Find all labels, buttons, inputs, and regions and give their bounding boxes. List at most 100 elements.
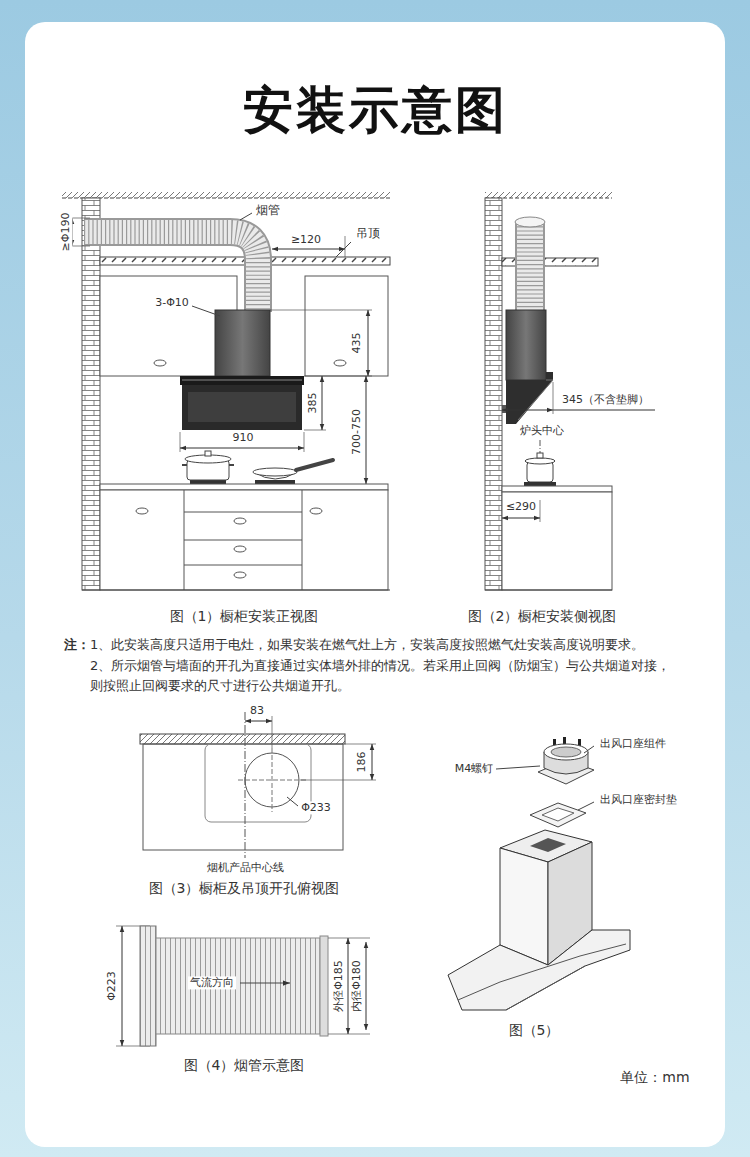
- exploded-view-part: [530, 803, 586, 827]
- side-view-part: [502, 492, 612, 590]
- duct-view-part: [140, 926, 156, 1046]
- side-view-part: [540, 500, 541, 522]
- figure-caption: 图（2）橱柜安装侧视图: [466, 608, 619, 625]
- top-view-part: [300, 780, 376, 781]
- flow-label: 气流方向: [188, 976, 236, 989]
- duct-view-part: [366, 942, 367, 1030]
- dimension: 910: [231, 431, 256, 444]
- exploded-view-part: [542, 808, 574, 821]
- front-view-part: [270, 310, 372, 311]
- front-view-part: [182, 380, 302, 381]
- front-view-part: [310, 508, 322, 514]
- dimension: 385: [306, 391, 319, 416]
- front-view-part: [192, 306, 220, 316]
- exploded-view-part: [506, 966, 585, 1010]
- page-title: 安装示意图: [241, 80, 510, 140]
- duct-view-part: [156, 938, 320, 1034]
- side-view-part: [502, 405, 506, 413]
- side-view-part: [485, 198, 502, 590]
- exploded-view-part: [448, 930, 630, 1010]
- front-view-part: [182, 464, 187, 466]
- part-name: 出风口座密封垫: [598, 793, 679, 806]
- front-view-part: [180, 432, 181, 452]
- front-view-part: [304, 430, 326, 431]
- front-view-part: [334, 360, 346, 366]
- part-name: 炉头中心: [518, 424, 566, 437]
- part-name: M4螺钉: [453, 762, 496, 775]
- dimension: Φ233: [299, 801, 333, 814]
- front-view-part: [345, 236, 346, 257]
- front-view-part: [62, 198, 390, 199]
- dimension: ≥Φ190: [59, 211, 72, 254]
- front-view-part: [180, 448, 304, 449]
- exploded-view: [448, 737, 630, 1010]
- front-view-part: [368, 310, 369, 376]
- side-view-part: [515, 217, 545, 227]
- front-view-part: [296, 460, 333, 470]
- exploded-view-part: [458, 944, 626, 1000]
- top-view-part: [345, 744, 376, 745]
- top-view-part: [205, 744, 311, 822]
- front-view-part: [240, 213, 252, 220]
- dimension: ≤290: [504, 500, 538, 513]
- front-view-part: [304, 376, 372, 377]
- side-view-part: [537, 453, 543, 458]
- front-view-part: [336, 242, 351, 257]
- side-view-part: [502, 410, 553, 411]
- side-view-part: [517, 222, 543, 312]
- front-view-part: [184, 512, 302, 513]
- side-view-part: [506, 310, 546, 380]
- front-view-part: [188, 392, 296, 422]
- side-view-part: [485, 192, 612, 198]
- top-view-part: [272, 748, 273, 812]
- front-view-part: [305, 276, 388, 376]
- top-view-part: [372, 744, 373, 780]
- top-view-part: [140, 734, 345, 744]
- front-view-part: [100, 490, 388, 590]
- side-view-part: [515, 222, 545, 312]
- exploded-view-part: [551, 747, 581, 757]
- part-name: 3-Φ10: [153, 296, 191, 309]
- top-view-part: [245, 712, 246, 858]
- front-view-part: [366, 376, 367, 484]
- part-name: 烟管: [254, 203, 282, 217]
- exploded-view-part: [578, 802, 594, 810]
- side-view-part: [553, 410, 655, 411]
- part-name: 出风口座组件: [598, 737, 668, 750]
- unit-note: 单位：mm: [618, 1069, 691, 1086]
- side-view-part: [502, 518, 540, 519]
- front-view-part: [82, 198, 100, 590]
- side-view-part: [553, 382, 554, 414]
- dimension: Φ223: [105, 969, 118, 1003]
- duct-view-part: [320, 936, 328, 1036]
- dimension: 186: [355, 750, 368, 775]
- side-view-part: [525, 458, 555, 464]
- figure-caption: 图（4）烟管示意图: [182, 1057, 307, 1074]
- front-view: [62, 192, 390, 590]
- front-view-part: [234, 546, 246, 552]
- front-view-part: [205, 451, 211, 456]
- note: 1、此安装高度只适用于电灶，如果安装在燃气灶上方，安装高度按照燃气灶安装高度说明…: [88, 637, 646, 653]
- part-name: 烟机产品中心线: [205, 861, 286, 874]
- duct-view-part: [348, 938, 349, 1034]
- dimension: 435: [350, 331, 363, 356]
- front-view-part: [234, 518, 246, 524]
- front-view-part: [182, 385, 302, 430]
- front-view-part: [272, 249, 345, 250]
- exploded-view-part: [496, 766, 540, 769]
- figure-caption: 图（5）: [507, 1022, 562, 1039]
- dimension: 83: [248, 704, 266, 717]
- front-view-part: [82, 590, 390, 591]
- duct-view-part: [328, 938, 370, 939]
- dimension: 内径Φ180: [350, 958, 363, 1014]
- figure-caption: 图（1）橱柜安装正视图: [168, 608, 321, 625]
- front-view-part: [154, 360, 166, 366]
- front-view-part: [253, 468, 297, 476]
- dimension: 外径Φ185: [332, 958, 345, 1014]
- front-view-part: [136, 508, 148, 514]
- front-view-part: [84, 232, 258, 312]
- exploded-view-part: [530, 838, 566, 852]
- side-view-part: [527, 462, 553, 482]
- top-view-part: [245, 721, 272, 722]
